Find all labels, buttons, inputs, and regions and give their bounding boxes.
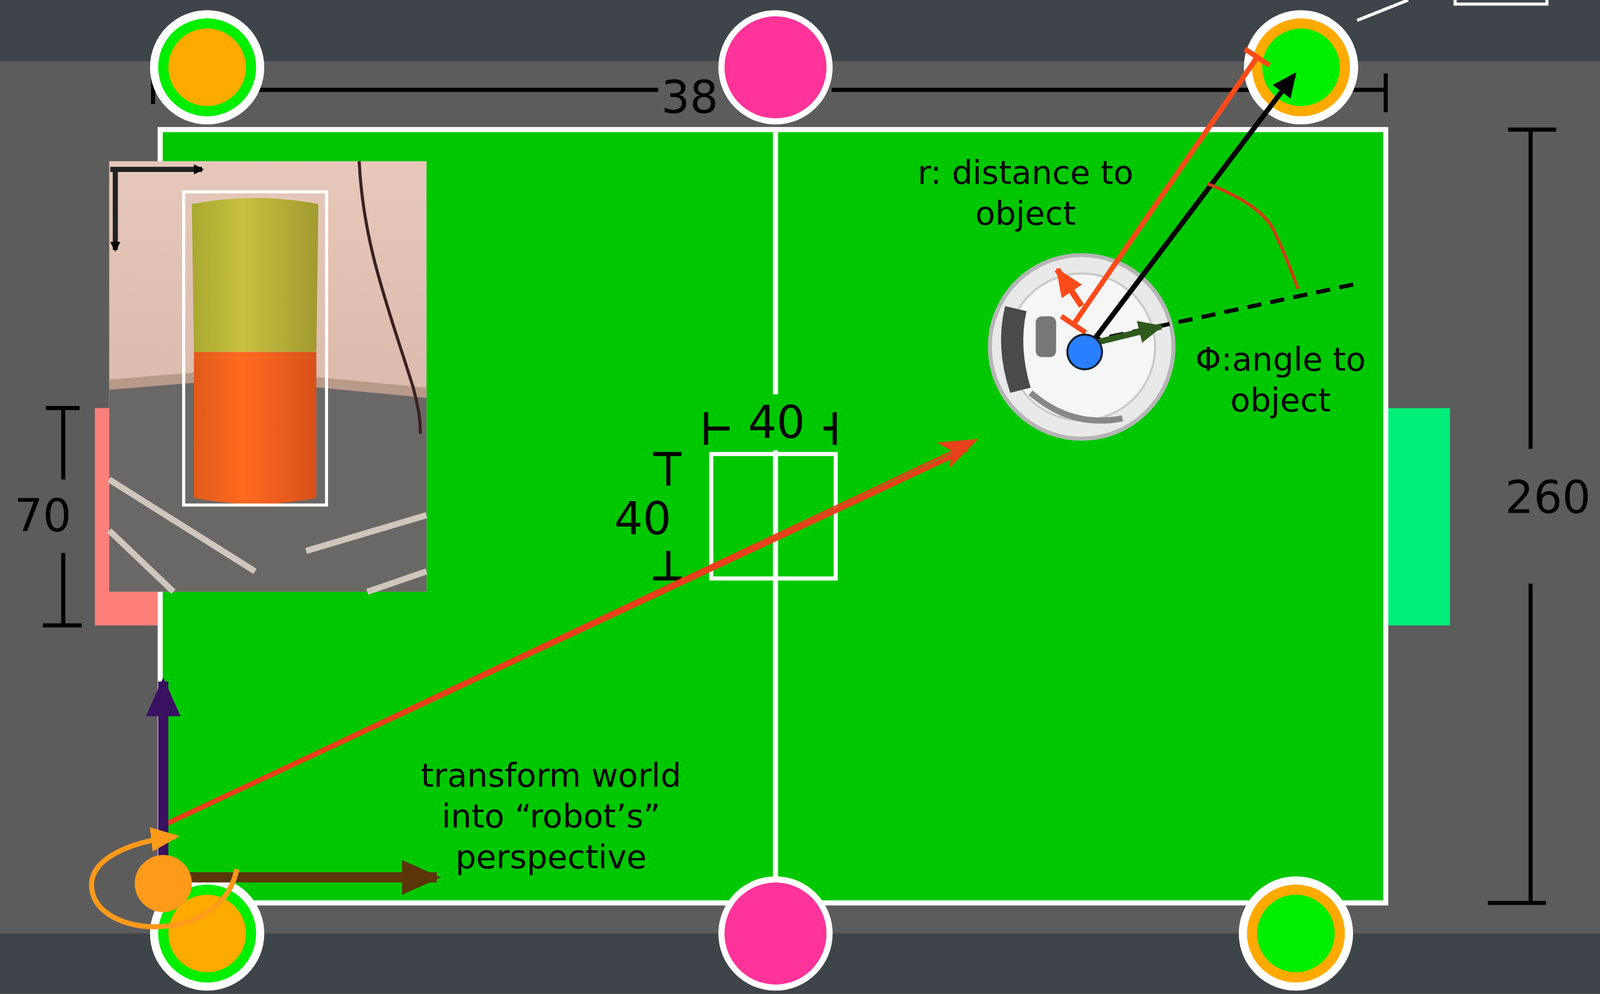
dimension-line-part (43, 623, 83, 628)
vector-arrow-part (1057, 269, 1082, 307)
vector-arrow-part (1206, 183, 1298, 290)
robot-illustration-part (1001, 306, 1031, 394)
origin-axes-part (163, 872, 437, 883)
dimension-line (43, 73, 1557, 904)
field-marker-part (168, 28, 246, 106)
origin-axes-part (134, 855, 193, 913)
dimension-label: 40 (607, 490, 679, 547)
field-marker-part (718, 876, 833, 991)
annotation-text: transform world into “robot’s” perspecti… (397, 755, 704, 878)
camera-photo-part (112, 169, 119, 251)
robot-illustration-part (990, 255, 1174, 440)
field-marker-part (724, 882, 827, 985)
dimension-label: 260 (1498, 468, 1598, 525)
field-marker-part (150, 10, 265, 125)
robot-illustration-part (1008, 273, 1156, 421)
soccer-field-part (773, 129, 779, 904)
field-marker-part (1257, 894, 1335, 973)
dimension-line-part (666, 453, 671, 486)
field-marker-part (724, 16, 827, 119)
annotation-text: r: distance to object (882, 151, 1168, 234)
origin-axes (91, 681, 437, 927)
dimension-label: 38 (643, 69, 736, 126)
dimension-line-part (1487, 900, 1546, 905)
dimension-label: 70 (7, 487, 79, 544)
field-marker-part (718, 10, 833, 125)
annotation-text: Φ:angle to object (1163, 338, 1398, 421)
field-marker-part (1357, 0, 1408, 21)
robot-illustration-part (1030, 393, 1123, 421)
vector-arrow (165, 49, 1358, 825)
field-marker-part (158, 18, 257, 117)
dimension-line-part (1508, 127, 1557, 132)
camera-photo (109, 161, 427, 593)
vector-arrow-part (1244, 49, 1270, 66)
field-marker-part (1238, 876, 1353, 991)
field-marker-part (1243, 10, 1358, 125)
dimension-line-part (46, 406, 80, 411)
camera-photo-part (183, 192, 327, 506)
dimension-line-part (1528, 583, 1533, 904)
field-marker-part (1455, 0, 1547, 5)
origin-axes-part (91, 836, 238, 928)
field-marker-part (1251, 18, 1350, 117)
dimension-line-part (1383, 73, 1388, 113)
dimension-line-part (61, 408, 66, 480)
dimension-label: 40 (729, 394, 824, 451)
vector-arrow-part (1067, 334, 1103, 370)
dimension-line-part (666, 550, 671, 579)
camera-photo-part (109, 166, 202, 172)
vector-arrow-part (1060, 316, 1086, 333)
camera-photo-part (359, 161, 421, 434)
camera-photo-part (193, 352, 317, 505)
robot-illustration-part (1035, 316, 1057, 358)
dimension-line-part (1528, 129, 1533, 449)
field-marker-part (1247, 884, 1346, 983)
field-marker-part (1262, 28, 1340, 106)
camera-photo-part (192, 198, 319, 353)
camera-photo-part (109, 161, 427, 593)
dimension-line-part (61, 553, 66, 626)
robot-illustration (990, 255, 1174, 440)
